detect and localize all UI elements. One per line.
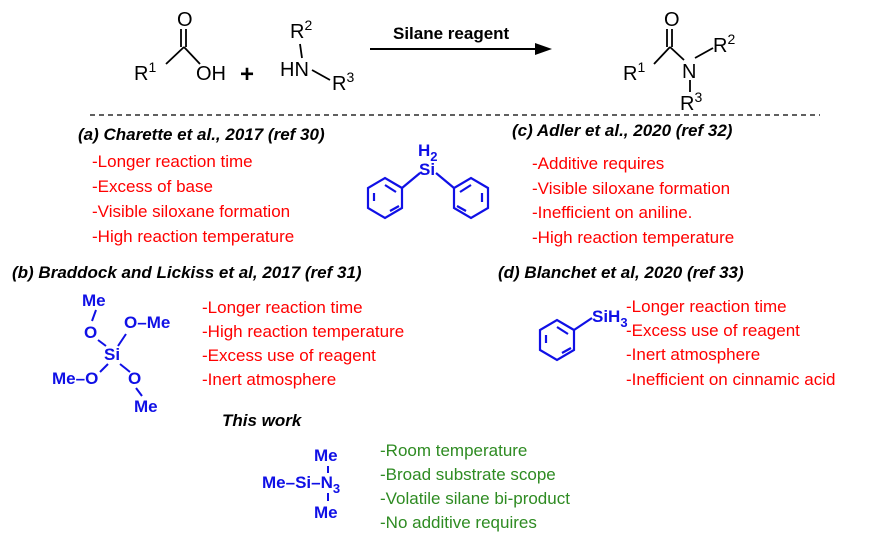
panel-d-points: -Longer reaction time -Excess use of rea…	[626, 297, 835, 389]
this-work-point: -Volatile silane bi-product	[380, 489, 570, 508]
panel-c-points: -Additive requires -Visible siloxane for…	[532, 154, 734, 247]
panel-a-point: -Excess of base	[92, 177, 213, 196]
tmsn3-me-bottom: Me	[314, 503, 338, 522]
panel-a-title: (a) Charette et al., 2017 (ref 30)	[78, 125, 325, 144]
panel-d-point: -Excess use of reagent	[626, 321, 800, 340]
this-work-title: This work	[222, 411, 303, 430]
amide-r1: R1	[623, 59, 645, 85]
amine-hn: HN	[280, 59, 309, 81]
panel-a-point: -Visible siloxane formation	[92, 202, 290, 221]
panel-c-point: -Additive requires	[532, 154, 664, 173]
amide-oxygen: O	[664, 9, 680, 31]
panel-c-title: (c) Adler et al., 2020 (ref 32)	[512, 121, 733, 140]
tetramethoxysilane-structure: Me O O–Me Si Me–O O Me	[52, 291, 170, 416]
arrow-label: Silane reagent	[393, 24, 510, 43]
this-work-point: -Room temperature	[380, 441, 527, 460]
acid-r1: R1	[134, 59, 156, 85]
phenylsilane-sih3: SiH3	[592, 307, 628, 330]
amine-r2: R2	[290, 17, 312, 43]
tmos-o-left: Me–O	[52, 369, 98, 388]
tmos-si: Si	[104, 345, 120, 364]
this-work-point: -Broad substrate scope	[380, 465, 556, 484]
tmos-me-top: Me	[82, 291, 106, 310]
panel-b-point: -Inert atmosphere	[202, 370, 336, 389]
tmsn3-me-top: Me	[314, 446, 338, 465]
tms-azide-structure: Me Me–Si–N3 Me	[262, 446, 340, 522]
tmos-o-top: O	[84, 323, 97, 342]
tmsn3-middle: Me–Si–N3	[262, 473, 340, 496]
diphenylsilane-structure	[366, 172, 490, 220]
diphenylsilane-h2: H2	[418, 141, 438, 164]
tmos-me-bottom: Me	[134, 397, 158, 416]
panel-c-point: -Visible siloxane formation	[532, 179, 730, 198]
amide-r3: R3	[680, 89, 702, 115]
panel-d-point: -Longer reaction time	[626, 297, 787, 316]
reaction-arrow: Silane reagent	[370, 24, 552, 55]
panel-b-title: (b) Braddock and Lickiss et al, 2017 (re…	[12, 263, 362, 282]
panel-b-point: -Longer reaction time	[202, 298, 363, 317]
amine-r3: R3	[332, 69, 354, 95]
panel-b-point: -High reaction temperature	[202, 322, 404, 341]
panel-b-point: -Excess use of reagent	[202, 346, 376, 365]
tmos-o-right: O–Me	[124, 313, 170, 332]
plus-sign: +	[240, 61, 254, 88]
diphenylsilane-si: Si	[419, 160, 435, 179]
panel-c-point: -High reaction temperature	[532, 228, 734, 247]
panel-d-point: -Inert atmosphere	[626, 345, 760, 364]
this-work-point: -No additive requires	[380, 513, 537, 532]
phenylsilane-structure	[538, 317, 593, 362]
panel-a-point: -Longer reaction time	[92, 152, 253, 171]
panel-a-points: -Longer reaction time -Excess of base -V…	[92, 152, 294, 246]
amide-nitrogen: N	[682, 61, 696, 83]
acid-oxygen: O	[177, 9, 193, 31]
panel-c-point: -Inefficient on aniline.	[532, 203, 692, 222]
amine: R2 HN R3	[280, 17, 354, 95]
tmos-o-bottom: O	[128, 369, 141, 388]
this-work-points: -Room temperature -Broad substrate scope…	[380, 441, 570, 532]
acid-hydroxyl: OH	[196, 63, 226, 85]
panel-d-title: (d) Blanchet et al, 2020 (ref 33)	[498, 263, 744, 282]
panel-d-point: -Inefficient on cinnamic acid	[626, 370, 835, 389]
carboxylic-acid: O R1 OH	[134, 9, 226, 85]
panel-b-points: -Longer reaction time -High reaction tem…	[202, 298, 404, 389]
panel-a-point: -High reaction temperature	[92, 227, 294, 246]
amide-r2: R2	[713, 31, 735, 57]
amide-product: O R1 N R2 R3	[623, 9, 735, 115]
